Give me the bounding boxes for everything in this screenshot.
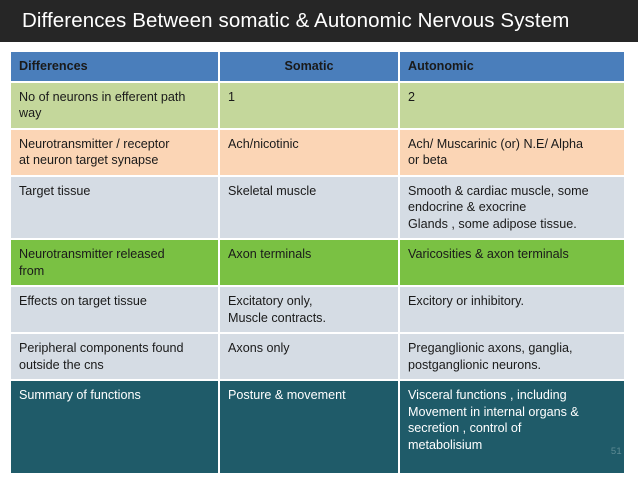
table-cell-r2-c1: Skeletal muscle: [219, 175, 400, 240]
cell-line: Glands , some adipose tissue.: [408, 216, 577, 231]
cell-line: Axon terminals: [228, 247, 312, 261]
table-cell-r1-c0: Neurotransmitter / receptor at neuron tar…: [11, 128, 220, 177]
comparison-table: Differences Somatic Autonomic No of neur…: [11, 52, 624, 475]
table-cell-r2-c2: Smooth & cardiac muscle, some endocrine &…: [399, 175, 624, 240]
table-row: Target tissue Skeletal muscle Smooth & car…: [11, 175, 624, 240]
table-row: Peripheral components found outside the c…: [11, 333, 624, 381]
cell-line: Ach/nicotinic: [228, 136, 299, 151]
title-band: Differences Between somatic & Autonomic …: [0, 0, 638, 42]
cell-line: postganglionic neurons.: [408, 357, 542, 372]
table-cell-r4-c2: Excitory or inhibitory.: [399, 286, 624, 334]
table-row: Neurotransmitter released from Axon termin…: [11, 239, 624, 287]
table-cell-r0-c0: No of neurons in efferent path way: [11, 81, 220, 130]
cell-line: Excitatory only,: [228, 294, 313, 308]
cell-line: Movement in internal organs &: [408, 404, 579, 419]
cell-line: Varicosities & axon terminals: [408, 247, 569, 261]
cell-line: outside the cns: [19, 357, 104, 372]
cell-line: Axons only: [228, 341, 290, 355]
page-number: 51: [610, 446, 622, 457]
cell-line: at neuron target synapse: [19, 153, 159, 167]
cell-line: Neurotransmitter / receptor: [19, 136, 170, 151]
cell-line: secretion , control of: [408, 421, 522, 435]
cell-line: Effects on target tissue: [19, 294, 147, 308]
table-cell-r3-c2: Varicosities & axon terminals: [399, 239, 624, 287]
cell-line: Smooth & cardiac muscle, some: [408, 183, 589, 198]
table-cell-r2-c0: Target tissue: [11, 175, 220, 240]
table-cell-r3-c1: Axon terminals: [219, 239, 400, 287]
table-row: Neurotransmitter / receptor at neuron tar…: [11, 128, 624, 177]
table-cell-r0-c2: 2: [399, 81, 624, 130]
cell-line: metabolisium: [408, 437, 483, 452]
cell-line: Posture & movement: [228, 388, 346, 402]
table-row: Effects on target tissue Excitatory only,…: [11, 286, 624, 334]
column-header-autonomic: Autonomic: [399, 52, 624, 83]
cell-line: endocrine & exocrine: [408, 200, 527, 214]
column-header-differences: Differences: [11, 52, 220, 83]
cell-line: 1: [228, 89, 236, 104]
table-cell-r5-c2: Preganglionic axons, ganglia, postganglio…: [399, 333, 624, 381]
table-row: No of neurons in efferent path way 1 2: [11, 81, 624, 130]
table-header: Differences Somatic Autonomic: [11, 52, 624, 83]
cell-line: Skeletal muscle: [228, 183, 317, 198]
table-cell-r6-c0: Summary of functions: [11, 380, 220, 475]
cell-line: 2: [408, 89, 416, 104]
table-cell-r6-c1: Posture & movement: [219, 380, 400, 475]
cell-line: Muscle contracts.: [228, 310, 326, 325]
cell-line: Neurotransmitter released: [19, 247, 165, 261]
cell-line: way: [19, 106, 42, 120]
table-cell-r0-c1: 1: [219, 81, 400, 130]
cell-line: Visceral functions , including: [408, 388, 567, 402]
slide-title: Differences Between somatic & Autonomic …: [22, 9, 570, 32]
cell-line: Target tissue: [19, 183, 91, 198]
column-header-somatic: Somatic: [219, 52, 400, 83]
table-cell-r5-c1: Axons only: [219, 333, 400, 381]
table-cell-r4-c1: Excitatory only, Muscle contracts.: [219, 286, 400, 334]
table-header-row: Differences Somatic Autonomic: [11, 52, 624, 83]
cell-line: from: [19, 263, 45, 278]
cell-line: Peripheral components found: [19, 341, 184, 355]
cell-line: Ach/ Muscarinic (or) N.E/ Alpha: [408, 136, 583, 151]
cell-line: Preganglionic axons, ganglia,: [408, 341, 573, 355]
table-cell-r1-c1: Ach/nicotinic: [219, 128, 400, 177]
table-cell-r3-c0: Neurotransmitter released from: [11, 239, 220, 287]
table-cell-r4-c0: Effects on target tissue: [11, 286, 220, 334]
cell-line: Summary of functions: [19, 388, 141, 402]
cell-line: Excitory or inhibitory.: [408, 294, 524, 308]
table-cell-r5-c0: Peripheral components found outside the c…: [11, 333, 220, 381]
cell-line: or beta: [408, 153, 448, 167]
cell-line: No of neurons in efferent path: [19, 89, 186, 104]
table-row: Summary of functions Posture & movement Vi…: [11, 380, 624, 475]
table-cell-r1-c2: Ach/ Muscarinic (or) N.E/ Alpha or beta: [399, 128, 624, 177]
comparison-table-wrapper: Differences Somatic Autonomic No of neur…: [11, 52, 624, 475]
